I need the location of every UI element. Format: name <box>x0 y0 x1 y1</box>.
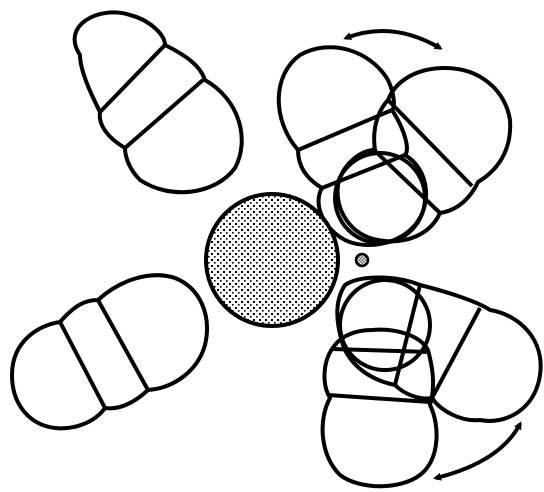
molecule-bottom-left <box>12 275 207 428</box>
bottom-rotation-arrow <box>436 424 520 478</box>
small-particle <box>356 254 368 266</box>
central-atom <box>206 194 338 326</box>
molecule-bottom-right-ghosts <box>323 278 541 487</box>
molecule-top-left <box>75 12 242 192</box>
top-rotation-arrow <box>346 31 440 48</box>
